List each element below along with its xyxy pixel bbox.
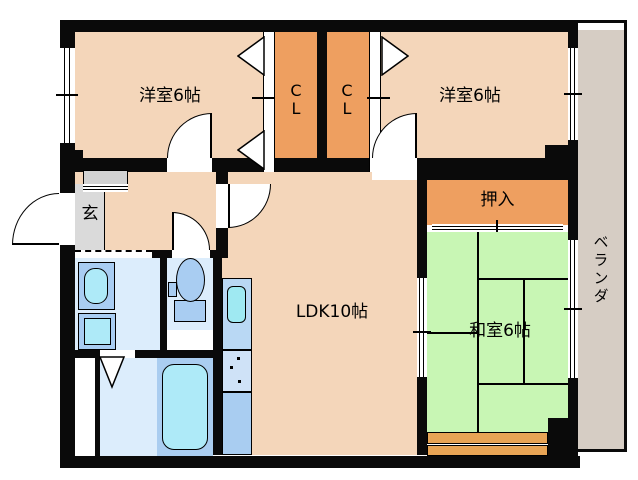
stove-burner-dot: [238, 380, 241, 383]
bedroom1-doorway: [167, 158, 212, 172]
closet-left-door-track: [263, 32, 275, 172]
bath-folding-door-icon: [98, 356, 126, 390]
wall-ps-bath: [95, 352, 100, 456]
sliding-door-line: [83, 189, 128, 190]
wall-corner-bedroom2: [545, 145, 578, 172]
veranda-outer-line-bottom: [578, 449, 627, 452]
veranda-label: ベランダ: [591, 234, 610, 306]
bifold-door-icon: [237, 36, 265, 76]
window-line: [64, 48, 65, 143]
entry-doorway: [58, 193, 75, 245]
sliding-door-line: [83, 186, 128, 187]
ldk-floor-lower: [222, 258, 417, 455]
washitsu-step-board: [427, 445, 548, 456]
toilet-tank: [174, 300, 206, 322]
ldk-doorway: [216, 184, 228, 228]
bifold-door-icon: [381, 36, 409, 76]
ldk-label: LDK10帖: [295, 302, 369, 323]
window-bedroom1: [60, 48, 75, 143]
bedroom1-label: 洋室6帖: [139, 86, 201, 107]
veranda-floor: [578, 30, 624, 449]
shoe-cabinet-sliding-door: [83, 184, 128, 192]
sliding-door-tick: [496, 220, 498, 235]
closet-divider-wall: [317, 32, 327, 172]
sliding-door-line: [419, 278, 420, 377]
toilet-doorway: [172, 250, 210, 258]
veranda-outer-line-top: [578, 20, 627, 23]
closet-left-floor: [275, 32, 317, 172]
kitchen-stove: [222, 350, 252, 392]
oshiire-floor: [427, 180, 568, 225]
vanity-sink-basin: [84, 268, 108, 304]
outer-wall-right: [568, 20, 578, 456]
washitsu-sliding-door: [417, 278, 427, 377]
tatami-line: [477, 278, 568, 280]
toilet-opening: [167, 330, 213, 352]
window-tick: [564, 308, 582, 310]
genkan-label: 玄: [81, 204, 99, 225]
wall-bath-top: [60, 350, 213, 358]
window-tick: [56, 94, 78, 96]
outer-wall-top: [60, 20, 578, 32]
stove-burner-dot: [230, 366, 233, 369]
bedroom2-doorway: [372, 158, 417, 180]
entry-door-swing: [12, 193, 59, 245]
door-track-tick: [367, 97, 390, 99]
outer-wall-bottom: [60, 456, 580, 468]
genkan-floor: [75, 184, 105, 250]
tatami-line: [477, 232, 479, 432]
stove-burner-dot: [237, 357, 240, 360]
sliding-door-tick: [413, 331, 431, 333]
washitsu-step-board: [427, 432, 548, 444]
window-tick: [564, 93, 582, 95]
wall-corner-washitsu: [548, 418, 578, 456]
washer-pan-inner: [84, 318, 111, 345]
window-line: [69, 48, 70, 143]
oshiire-label: 押入: [480, 190, 515, 211]
closet-right-label: C L: [341, 80, 353, 118]
toilet-bowl: [176, 258, 205, 302]
kitchen-sink: [227, 286, 246, 323]
toilet-handle: [168, 282, 177, 297]
door-track-tick: [252, 97, 275, 99]
washroom-accordion-door: [75, 250, 152, 258]
shoe-cabinet: [83, 170, 128, 185]
veranda-outer-line-right: [624, 20, 627, 452]
bathtub: [162, 364, 208, 450]
tatami-line: [427, 332, 477, 334]
tatami-line: [477, 383, 568, 385]
wall-wet-kitchen: [213, 250, 222, 455]
closet-left-label: C L: [290, 80, 302, 118]
pipe-space: [75, 358, 95, 456]
wall-bedrooms-bottom: [60, 158, 578, 172]
bath-doorway: [100, 350, 135, 358]
closet-right-floor: [327, 32, 369, 172]
wall-oshiire-top: [417, 172, 578, 180]
bedroom2-label: 洋室6帖: [439, 86, 501, 107]
bifold-door-icon: [237, 130, 265, 170]
kitchen-counter: [222, 392, 252, 455]
sliding-door-line: [423, 278, 424, 377]
bedroom1-floor: [75, 32, 263, 158]
washitsu-label: 和室6帖: [469, 321, 531, 342]
wall-washroom-toilet: [160, 258, 167, 352]
tatami-line: [523, 278, 525, 383]
